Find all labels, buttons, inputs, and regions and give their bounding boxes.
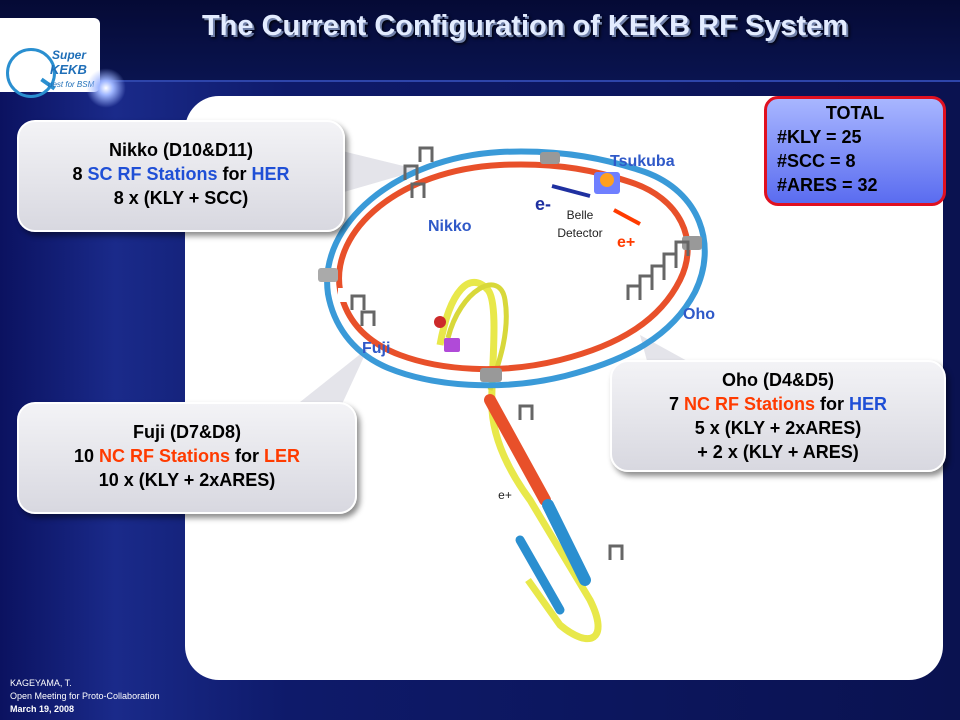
electron-beam-arrow bbox=[551, 184, 591, 198]
ler-ring bbox=[324, 148, 708, 389]
oho-ring: HER bbox=[849, 394, 888, 414]
electron-label: e- bbox=[535, 194, 552, 214]
tsukuba-label: Tsukuba bbox=[610, 153, 675, 170]
nikko-callout: Nikko (D10&D11) 8 SC RF Stations for HER… bbox=[17, 120, 345, 232]
title-underline bbox=[100, 80, 960, 82]
collision-point-icon bbox=[600, 173, 614, 187]
glow-decoration bbox=[86, 68, 126, 108]
fuji-ares-device bbox=[444, 338, 460, 352]
total-heading: TOTAL bbox=[825, 103, 885, 123]
positron-beam-arrow bbox=[613, 208, 641, 226]
linac-red-segment bbox=[484, 394, 551, 506]
oho-label: Oho bbox=[683, 306, 715, 323]
logo-super-text: Super bbox=[52, 48, 87, 62]
nikko-count: 8 bbox=[72, 164, 83, 184]
oho-station-type: NC RF Stations bbox=[683, 394, 815, 414]
positron-label: e+ bbox=[617, 234, 636, 251]
magnet-south bbox=[480, 368, 502, 382]
oho-heading: Oho (D4&D5) bbox=[722, 370, 834, 390]
fuji-kly-device bbox=[434, 316, 446, 328]
fuji-callout: Fuji (D7&D8) 10 NC RF Stations for LER 1… bbox=[17, 402, 357, 514]
oho-for: for bbox=[820, 394, 845, 414]
fuji-rf-stations bbox=[350, 294, 376, 326]
fuji-ring: LER bbox=[264, 446, 301, 466]
nikko-for: for bbox=[222, 164, 247, 184]
fuji-heading: Fuji (D7&D8) bbox=[133, 422, 241, 442]
title-bar bbox=[0, 0, 960, 82]
nikko-station-type: SC RF Stations bbox=[87, 164, 218, 184]
magnet-north bbox=[540, 152, 560, 164]
nikko-callout-pointer bbox=[330, 148, 420, 196]
belle-label: Belle bbox=[566, 208, 594, 222]
footer-date: March 19, 2008 bbox=[10, 704, 75, 714]
fuji-label: Fuji bbox=[362, 340, 391, 357]
page-title: The Current Configuration of KEKB RF Sys… bbox=[201, 10, 849, 42]
logo-kekb-text: KEKB bbox=[50, 62, 87, 77]
oho-config-1: 5 x (KLY + 2xARES) bbox=[694, 418, 862, 438]
nikko-heading: Nikko (D10&D11) bbox=[108, 140, 254, 160]
total-kly: #KLY = 25 bbox=[777, 127, 862, 147]
logo-q-ring bbox=[6, 48, 56, 98]
fuji-for: for bbox=[235, 446, 260, 466]
nikko-config: 8 x (KLY + SCC) bbox=[113, 188, 249, 208]
nikko-ring: HER bbox=[251, 164, 290, 184]
linac-blue-return bbox=[515, 535, 565, 615]
nikko-label: Nikko bbox=[428, 218, 472, 235]
oho-stations-line: 7 NC RF Stations for HER bbox=[612, 392, 944, 416]
oho-callout: Oho (D4&D5) 7 NC RF Stations for HER 5 x… bbox=[610, 360, 946, 472]
footer-event: Open Meeting for Proto-Collaboration bbox=[10, 691, 160, 701]
linac-positron-label: e+ bbox=[498, 488, 512, 502]
total-scc: #SCC = 8 bbox=[777, 151, 856, 171]
total-summary-box: TOTAL #KLY = 25 #SCC = 8 #ARES = 32 bbox=[764, 96, 946, 206]
magnet-fuji bbox=[318, 268, 338, 282]
fuji-station-type: NC RF Stations bbox=[99, 446, 231, 466]
logo-sub-text: uest for BSM bbox=[48, 80, 95, 89]
superkekb-logo: Super KEKB uest for BSM bbox=[0, 18, 100, 98]
fuji-count: 10 bbox=[73, 446, 94, 466]
linac-stations bbox=[518, 404, 624, 560]
oho-config-2: + 2 x (KLY + ARES) bbox=[697, 442, 859, 462]
nikko-rf-stations bbox=[403, 146, 434, 198]
linac-loop bbox=[445, 282, 509, 391]
oho-rf-stations bbox=[626, 240, 690, 300]
her-ring bbox=[336, 161, 691, 373]
fuji-stations-line: 10 NC RF Stations for LER bbox=[19, 444, 355, 468]
nikko-stations-line: 8 SC RF Stations for HER bbox=[19, 162, 343, 186]
ring-marker bbox=[338, 288, 352, 302]
oho-count: 7 bbox=[668, 394, 679, 414]
linac-blue-segment bbox=[542, 499, 591, 586]
detector-label: Detector bbox=[557, 226, 603, 240]
footer-author: KAGEYAMA, T. bbox=[10, 678, 72, 688]
total-ares: #ARES = 32 bbox=[777, 175, 878, 195]
fuji-config: 10 x (KLY + 2xARES) bbox=[98, 470, 276, 490]
